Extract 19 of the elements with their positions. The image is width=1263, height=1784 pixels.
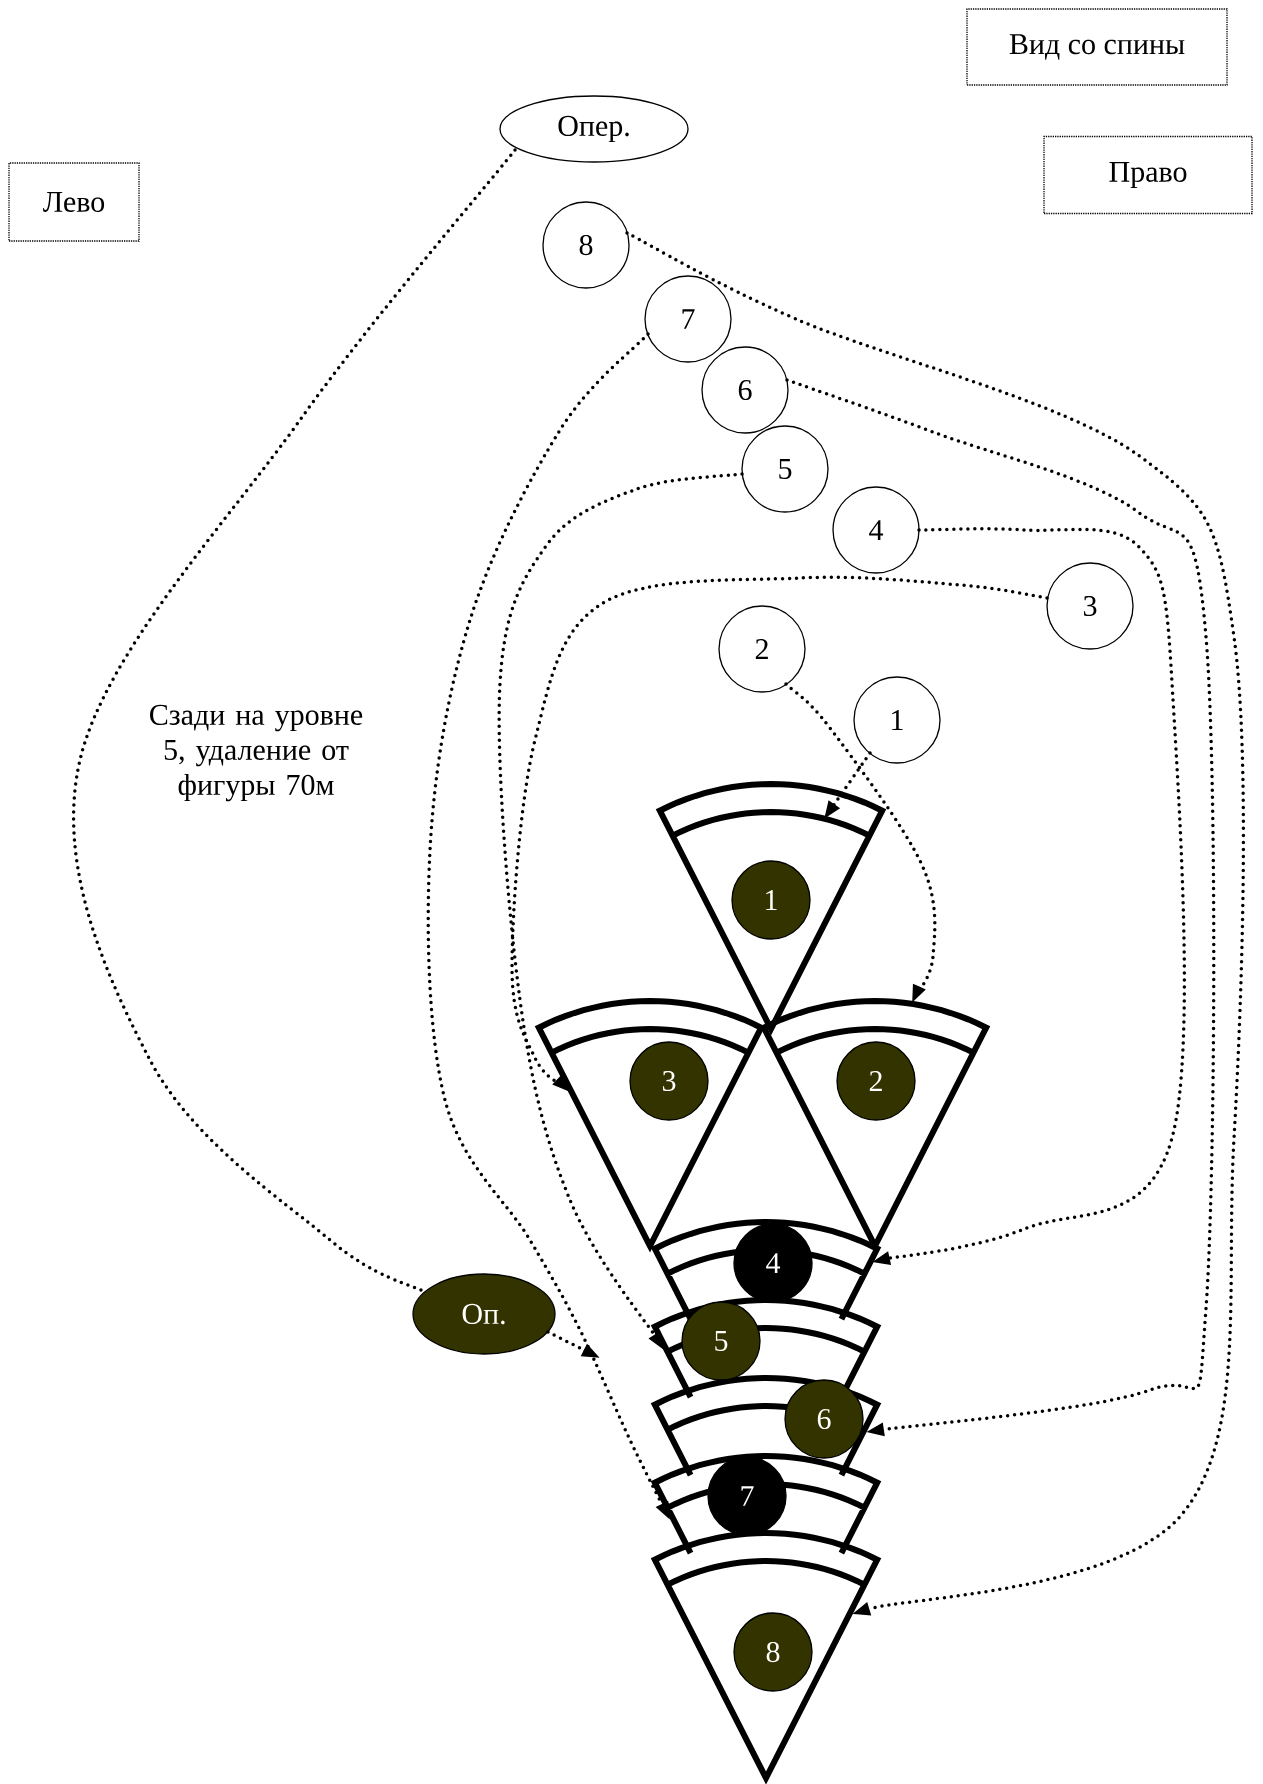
jumper-disc: 7 <box>707 1456 787 1536</box>
oval-badge: Оп. <box>412 1273 556 1355</box>
jumper-disc: 3 <box>629 1041 709 1121</box>
oval-badge: Опер. <box>499 95 689 163</box>
canopy-sector <box>759 998 990 1249</box>
jumper-disc: 6 <box>784 1379 864 1459</box>
arrow <box>785 378 1216 1437</box>
jumper-disc: 5 <box>681 1301 761 1381</box>
canopy-sector <box>650 1530 881 1781</box>
note-text: Сзади на уровне 5, удаление от фигуры 70м <box>150 704 363 802</box>
jumper-disc: 8 <box>733 1612 813 1692</box>
label-box: Лево <box>8 162 140 242</box>
jumper-disc: 1 <box>731 860 811 940</box>
label-box: Вид со спины <box>966 8 1228 86</box>
label-box: Право <box>1043 135 1253 215</box>
arrow <box>625 231 1246 1616</box>
jumper-disc: 4 <box>733 1223 813 1303</box>
jumper-disc: 2 <box>836 1041 916 1121</box>
canopy-sector <box>650 1453 882 1556</box>
